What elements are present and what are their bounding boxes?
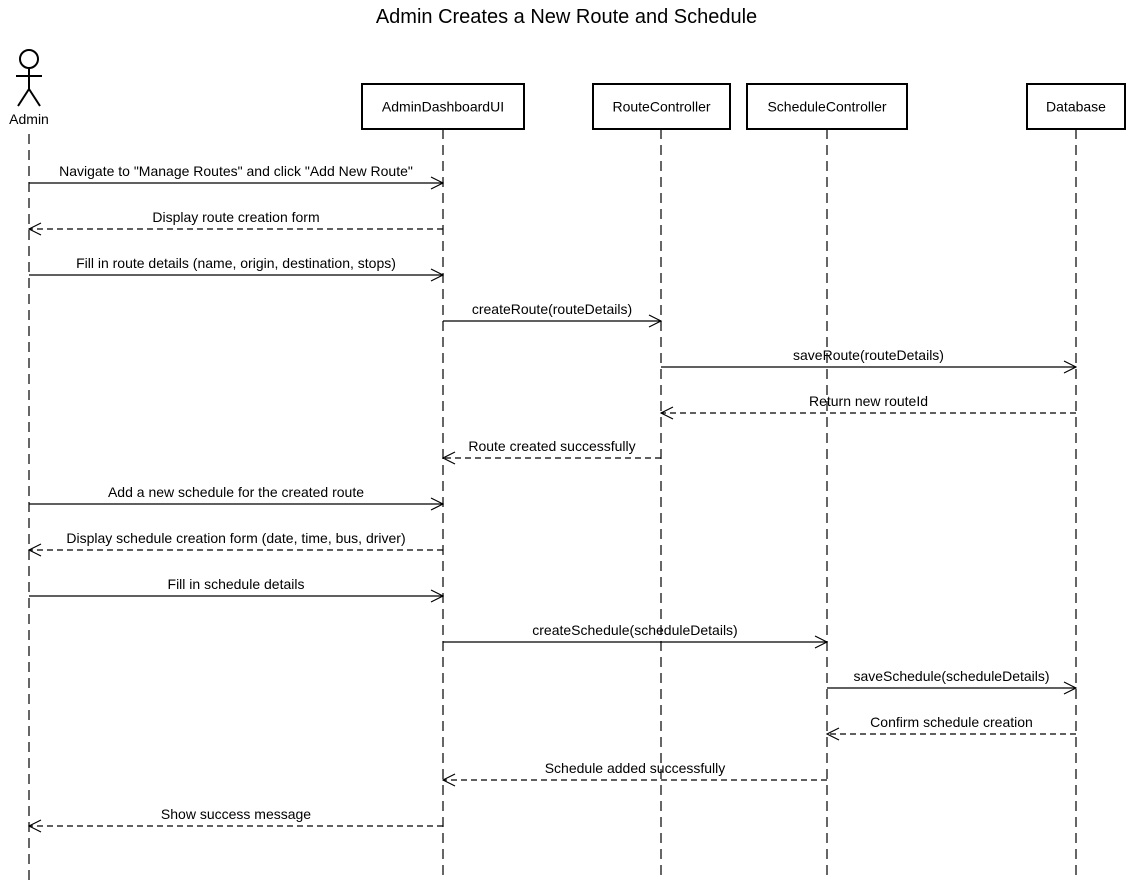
message-1: Navigate to "Manage Routes" and click "A… (29, 163, 443, 183)
participant-box (361, 83, 525, 130)
message-label: Display route creation form (152, 209, 319, 225)
message-label: Navigate to "Manage Routes" and click "A… (59, 163, 413, 179)
actor-right-leg (28, 88, 41, 107)
participant-route: RouteController (592, 83, 731, 130)
message-label: Route created successfully (468, 438, 635, 454)
message-15: Show success message (29, 806, 443, 826)
participant-label: AdminDashboardUI (382, 99, 504, 115)
message-9: Display schedule creation form (date, ti… (29, 530, 443, 550)
actor-label: Admin (9, 111, 49, 127)
message-label: Return new routeId (809, 393, 928, 409)
participant-box (1026, 83, 1126, 130)
message-5: saveRoute(routeDetails) (661, 347, 1076, 367)
message-12: saveSchedule(scheduleDetails) (827, 668, 1076, 688)
participant-box (592, 83, 731, 130)
message-3: Fill in route details (name, origin, des… (29, 255, 443, 275)
message-label: createRoute(routeDetails) (472, 301, 632, 317)
message-4: createRoute(routeDetails) (443, 301, 661, 321)
message-label: createSchedule(scheduleDetails) (532, 622, 737, 638)
message-6: Return new routeId (661, 393, 1076, 413)
participant-ui: AdminDashboardUI (361, 83, 525, 130)
participant-label: RouteController (612, 99, 710, 115)
participant-box (746, 83, 908, 130)
message-label: Schedule added successfully (545, 760, 726, 776)
message-label: Show success message (161, 806, 311, 822)
message-label: Confirm schedule creation (870, 714, 1033, 730)
participant-label: Database (1046, 99, 1106, 115)
message-label: Fill in route details (name, origin, des… (76, 255, 396, 271)
participant-label: ScheduleController (767, 99, 886, 115)
message-2: Display route creation form (29, 209, 443, 229)
message-label: Add a new schedule for the created route (108, 484, 364, 500)
participant-sched: ScheduleController (746, 83, 908, 130)
message-label: saveSchedule(scheduleDetails) (853, 668, 1049, 684)
diagram-title: Admin Creates a New Route and Schedule (375, 6, 758, 28)
participant-db: Database (1026, 83, 1126, 130)
actor-left-leg (17, 88, 30, 107)
message-7: Route created successfully (443, 438, 661, 458)
message-10: Fill in schedule details (29, 576, 443, 596)
actor-admin: Admin (9, 49, 49, 127)
message-11: createSchedule(scheduleDetails) (443, 622, 827, 642)
message-13: Confirm schedule creation (827, 714, 1076, 734)
message-14: Schedule added successfully (443, 760, 827, 780)
message-label: Fill in schedule details (168, 576, 305, 592)
actor-head (19, 49, 39, 69)
message-8: Add a new schedule for the created route (29, 484, 443, 504)
message-label: Display schedule creation form (date, ti… (66, 530, 405, 546)
message-label: saveRoute(routeDetails) (793, 347, 944, 363)
